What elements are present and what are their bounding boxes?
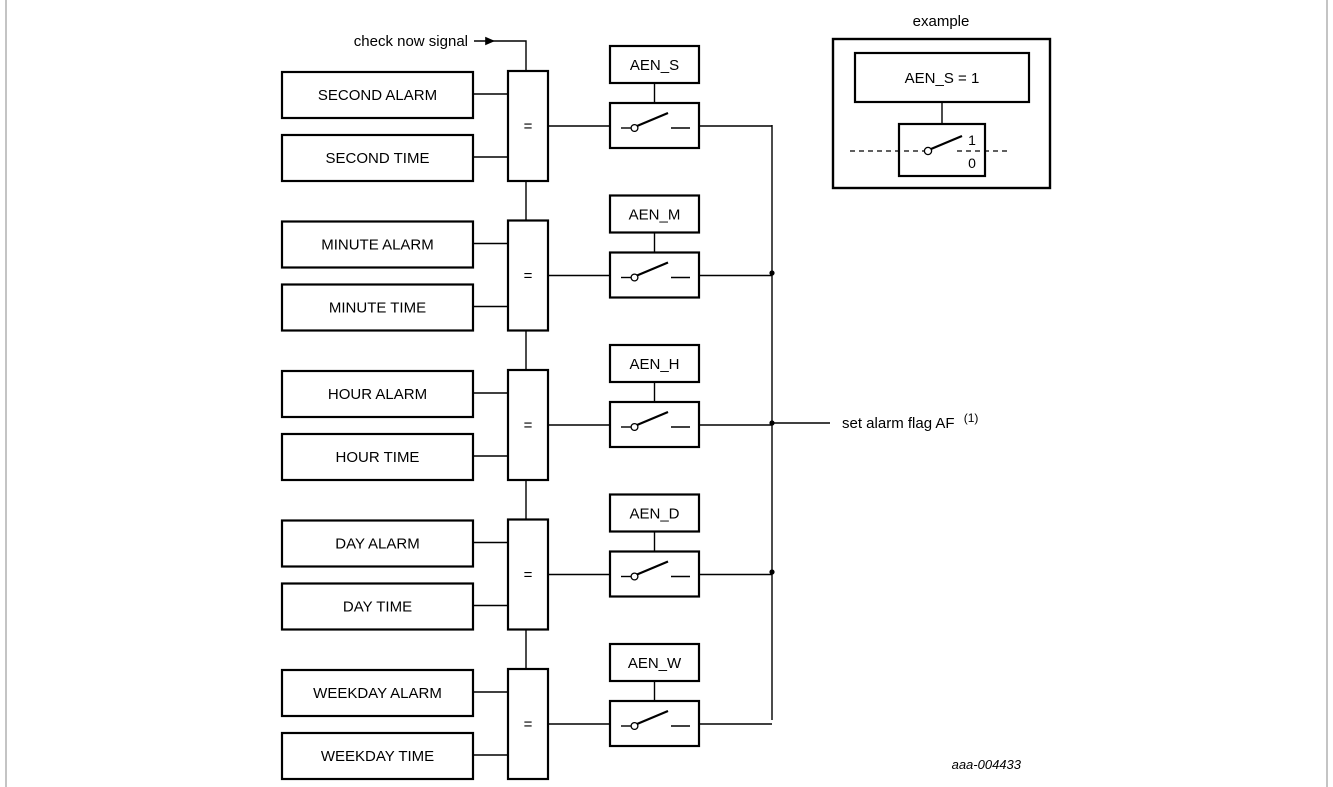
example-enable-box xyxy=(853,51,1031,104)
junction-dot xyxy=(769,270,775,276)
figure-id: aaa-004433 xyxy=(952,757,1022,772)
comparator-symbol: = xyxy=(524,417,533,434)
alarm-register-box xyxy=(280,220,475,269)
enable-bit-label: AEN_D xyxy=(629,506,679,523)
alarm-register-label: DAY ALARM xyxy=(335,536,419,553)
enable-switch-box xyxy=(608,550,701,598)
switch-lever xyxy=(636,709,669,726)
alarm-register-box xyxy=(280,369,475,419)
alarm-row: WEEKDAY ALARM WEEKDAY TIME = AEN_W xyxy=(280,642,772,781)
comparator-box xyxy=(506,219,550,332)
time-register-box xyxy=(280,432,475,482)
switch-pivot xyxy=(630,422,639,432)
alarm-row: MINUTE ALARM MINUTE TIME = AEN_M xyxy=(280,194,772,370)
example-title: example xyxy=(913,13,970,30)
time-register-box xyxy=(280,731,475,781)
enable-bit-label: AEN_W xyxy=(628,655,682,672)
check-now-line xyxy=(495,40,527,71)
alarm-register-label: WEEKDAY ALARM xyxy=(313,685,442,702)
enable-switch-box xyxy=(608,101,701,150)
junction-dot xyxy=(769,420,775,426)
switch-lever xyxy=(636,111,669,128)
alarm-register-label: HOUR ALARM xyxy=(328,386,427,403)
output-label-text: set alarm flag AF xyxy=(842,415,955,432)
enable-switch-box xyxy=(608,699,701,748)
comparator-box xyxy=(506,69,550,183)
comparator-box xyxy=(506,368,550,482)
alarm-row: SECOND ALARM SECOND TIME = AEN_S xyxy=(280,44,772,221)
time-register-box xyxy=(280,133,475,183)
comparator-symbol: = xyxy=(524,716,533,733)
alarm-rows: SECOND ALARM SECOND TIME = AEN_S MINUTE ALAR… xyxy=(280,44,772,781)
example-switch-on-label: 1 xyxy=(968,132,976,148)
alarm-row: DAY ALARM DAY TIME = AEN_D xyxy=(280,493,772,669)
time-register-box xyxy=(280,283,475,332)
time-register-box xyxy=(280,582,475,631)
switch-pivot xyxy=(630,123,639,133)
example-frame xyxy=(831,37,1052,190)
alarm-register-box xyxy=(280,668,475,718)
time-register-label: HOUR TIME xyxy=(336,449,420,466)
comparator-symbol: = xyxy=(524,268,533,285)
example-switch-off-label: 0 xyxy=(968,155,976,171)
example-switch-pivot xyxy=(923,146,933,156)
time-register-label: DAY TIME xyxy=(343,599,412,616)
switch-lever xyxy=(636,560,669,576)
switch-pivot xyxy=(630,721,639,731)
example-switch-box xyxy=(897,122,987,178)
alarm-register-label: SECOND ALARM xyxy=(318,87,437,104)
time-register-label: WEEKDAY TIME xyxy=(321,748,434,765)
enable-switch-box xyxy=(608,400,701,449)
switch-lever xyxy=(636,261,669,277)
enable-bit-label: AEN_S xyxy=(630,57,679,74)
enable-bit-label: AEN_H xyxy=(629,356,679,373)
output-label: set alarm flag AF (1) xyxy=(842,411,978,432)
alarm-register-box xyxy=(280,70,475,120)
comparator-box xyxy=(506,518,550,631)
output-footnote: (1) xyxy=(964,411,979,425)
comparator-symbol: = xyxy=(524,118,533,135)
example-enable-label: AEN_S = 1 xyxy=(905,70,980,87)
time-register-label: SECOND TIME xyxy=(326,150,430,167)
switch-pivot xyxy=(630,572,639,581)
alarm-register-label: MINUTE ALARM xyxy=(321,237,434,254)
check-now-label: check now signal xyxy=(354,33,468,50)
alarm-row: HOUR ALARM HOUR TIME = AEN_H xyxy=(280,343,772,520)
example-switch-lever xyxy=(930,134,963,151)
alarm-register-box xyxy=(280,519,475,568)
switch-lever xyxy=(636,410,669,427)
comparator-symbol: = xyxy=(524,567,533,584)
time-register-label: MINUTE TIME xyxy=(329,300,426,317)
switch-pivot xyxy=(630,273,639,282)
example-panel: example AEN_S = 1 1 0 xyxy=(831,13,1052,190)
enable-switch-box xyxy=(608,251,701,299)
enable-bit-label: AEN_M xyxy=(629,207,681,224)
junction-dot xyxy=(769,569,775,575)
